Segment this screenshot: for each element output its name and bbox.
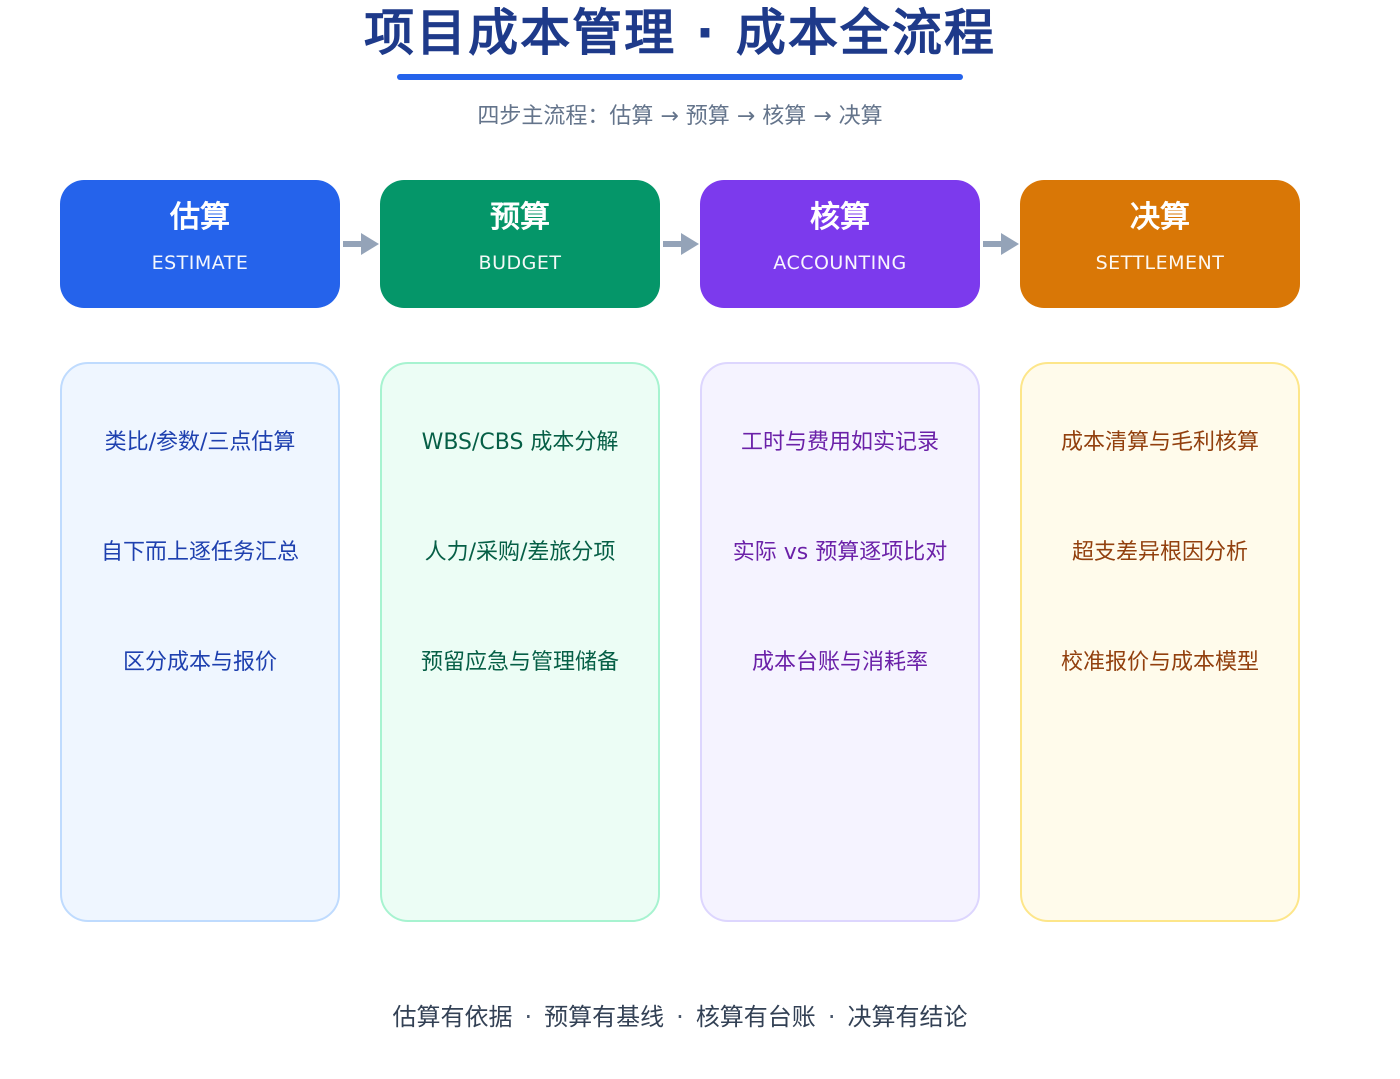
card-item: 人力/采购/差旅分项 [424, 540, 616, 565]
footer-separator: · [524, 1003, 533, 1031]
arrow-right-icon [343, 233, 379, 255]
card-item: 超支差异根因分析 [1071, 540, 1248, 565]
card-item: 成本清算与毛利核算 [1060, 430, 1259, 455]
card-item: 校准报价与成本模型 [1060, 650, 1259, 675]
card-item: 预留应急与管理储备 [420, 650, 619, 675]
footer-separator: · [827, 1003, 836, 1031]
step-settlement: 决算 SETTLEMENT [1020, 180, 1300, 308]
card-settlement: 成本清算与毛利核算 超支差异根因分析 校准报价与成本模型 [1020, 362, 1300, 922]
step-english-label: BUDGET [478, 252, 562, 274]
step-name: 核算 [810, 200, 870, 235]
card-item: 实际 vs 预算逐项比对 [732, 540, 948, 565]
footer-part: 决算有结论 [847, 1003, 968, 1031]
footer-part: 预算有基线 [544, 1003, 665, 1031]
step-english-label: ACCOUNTING [773, 252, 907, 274]
card-budget: WBS/CBS 成本分解 人力/采购/差旅分项 预留应急与管理储备 [380, 362, 660, 922]
page-subtitle: 四步主流程：估算 → 预算 → 核算 → 决算 [477, 104, 883, 129]
footer-summary: 估算有依据 · 预算有基线 · 核算有台账 · 决算有结论 [0, 1000, 1360, 1034]
card-item: 工时与费用如实记录 [740, 430, 939, 455]
arrow-right-icon [983, 233, 1019, 255]
step-english-label: SETTLEMENT [1095, 252, 1225, 274]
step-budget: 预算 BUDGET [380, 180, 660, 308]
card-item: WBS/CBS 成本分解 [421, 430, 619, 455]
step-name: 预算 [490, 200, 550, 235]
footer-separator: · [676, 1003, 684, 1031]
page-title: 项目成本管理 · 成本全流程 [364, 4, 996, 62]
step-name: 估算 [170, 200, 230, 235]
card-accounting: 工时与费用如实记录 实际 vs 预算逐项比对 成本台账与消耗率 [700, 362, 980, 922]
step-estimate: 估算 ESTIMATE [60, 180, 340, 308]
card-item: 区分成本与报价 [122, 650, 277, 675]
step-accounting: 核算 ACCOUNTING [700, 180, 980, 308]
card-item: 成本台账与消耗率 [751, 650, 928, 675]
card-item: 自下而上逐任务汇总 [100, 540, 299, 565]
title-underline [397, 74, 963, 80]
step-name: 决算 [1130, 200, 1190, 235]
card-estimate: 类比/参数/三点估算 自下而上逐任务汇总 区分成本与报价 [60, 362, 340, 922]
step-english-label: ESTIMATE [151, 252, 249, 274]
footer-part: 核算有台账 [695, 1003, 816, 1031]
footer-part: 估算有依据 [392, 1003, 513, 1031]
arrow-right-icon [663, 233, 699, 255]
card-item: 类比/参数/三点估算 [104, 430, 296, 455]
